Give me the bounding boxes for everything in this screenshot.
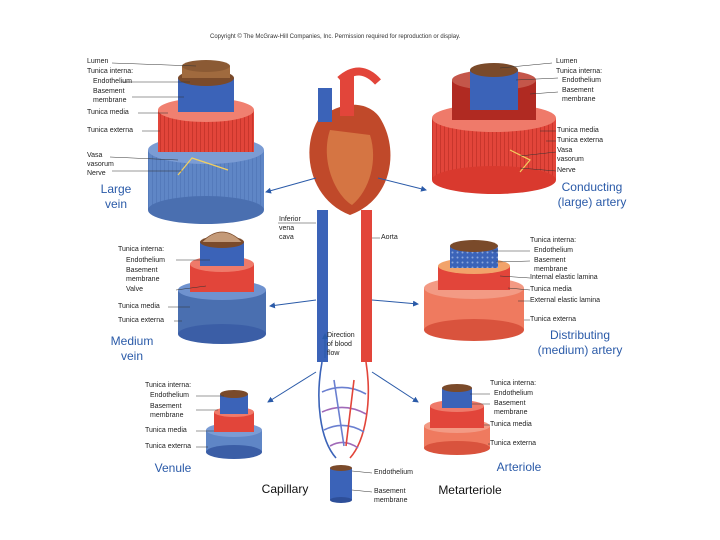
label-tunica-interna: Tunica interna:: [87, 68, 134, 75]
label-tunica-interna: Tunica interna:: [530, 237, 577, 244]
large-vein-illustration: [148, 60, 264, 224]
label-tunica-interna: Tunica interna:: [556, 68, 603, 75]
heart-illustration: [309, 67, 391, 215]
label-tunica-media: Tunica media: [530, 286, 572, 293]
label-tunica-externa: Tunica externa: [118, 317, 165, 324]
medium-artery-illustration: [424, 240, 524, 341]
label-lumen: Lumen: [87, 58, 109, 65]
label-basement: Basement: [562, 87, 594, 94]
label-direction: Direction: [327, 332, 355, 339]
metarteriole-title: Metarteriole: [438, 483, 502, 497]
arteriole-illustration: [424, 384, 490, 455]
large-artery-title: Conducting (large) artery: [557, 180, 627, 209]
label-of-blood: of blood: [327, 341, 352, 348]
medium-vein-illustration: [178, 231, 266, 344]
label-cava: cava: [279, 234, 294, 241]
label-tunica-interna: Tunica interna:: [490, 380, 537, 387]
label-tunica-externa: Tunica externa: [87, 127, 134, 134]
label-membrane: membrane: [494, 409, 528, 416]
label-membrane: membrane: [534, 266, 568, 273]
label-endothelium: Endothelium: [93, 78, 132, 85]
capillary-bed: [318, 361, 370, 459]
label-endothelium: Endothelium: [494, 390, 533, 397]
label-inferior: Inferior: [279, 216, 301, 223]
label-basement: Basement: [150, 403, 182, 410]
venule-illustration: [206, 390, 262, 459]
aorta: [361, 210, 372, 362]
label-membrane: membrane: [374, 497, 408, 504]
label-endothelium: Endothelium: [562, 77, 601, 84]
label-tunica-media: Tunica media: [118, 303, 160, 310]
label-membrane: membrane: [126, 276, 160, 283]
label-internal-elastic-lamina: Internal elastic lamina: [530, 274, 598, 281]
label-basement: Basement: [126, 267, 158, 274]
label-vena: vena: [279, 225, 295, 232]
label-flow: flow: [327, 350, 340, 357]
medium-artery-title: Distributing (medium) artery: [537, 328, 623, 357]
label-nerve: Nerve: [87, 170, 106, 177]
label-tunica-media: Tunica media: [87, 109, 129, 116]
label-lumen: Lumen: [556, 58, 578, 65]
large-vein-title: Large vein: [100, 182, 132, 211]
arteriole-title: Arteriole: [496, 460, 542, 474]
label-vasa: Vasa: [557, 147, 573, 154]
label-tunica-externa: Tunica externa: [557, 137, 604, 144]
capillary-illustration: [330, 465, 352, 503]
inferior-vena-cava: [317, 210, 328, 362]
label-endothelium: Endothelium: [126, 257, 165, 264]
label-valve: Valve: [126, 286, 143, 293]
venule-title: Venule: [154, 461, 192, 475]
label-endothelium: Endothelium: [534, 247, 573, 254]
label-basement: Basement: [534, 257, 566, 264]
medium-vein-title: Medium vein: [110, 334, 154, 363]
copyright-notice: Copyright © The McGraw-Hill Companies, I…: [210, 34, 461, 40]
label-vasa: Vasa: [87, 152, 103, 159]
label-external-elastic-lamina: External elastic lamina: [530, 297, 601, 304]
leader-lines: [109, 62, 559, 493]
label-membrane: membrane: [93, 97, 127, 104]
capillary-title: Capillary: [261, 482, 309, 496]
label-endothelium: Endothelium: [150, 392, 189, 399]
label-tunica-media: Tunica media: [490, 421, 532, 428]
label-aorta: Aorta: [381, 234, 398, 241]
direction-arrows: [265, 177, 427, 403]
label-membrane: membrane: [562, 96, 596, 103]
large-artery-illustration: [432, 63, 556, 194]
label-vasorum: vasorum: [557, 156, 584, 163]
label-tunica-media: Tunica media: [145, 427, 187, 434]
label-tunica-interna: Tunica interna:: [118, 246, 165, 253]
label-membrane: membrane: [150, 412, 184, 419]
label-endothelium: Endothelium: [374, 469, 413, 476]
label-tunica-externa: Tunica externa: [530, 316, 577, 323]
label-tunica-media: Tunica media: [557, 127, 599, 134]
label-basement: Basement: [374, 488, 406, 495]
label-vasorum: vasorum: [87, 161, 114, 168]
label-nerve: Nerve: [557, 167, 576, 174]
label-basement: Basement: [494, 400, 526, 407]
label-tunica-interna: Tunica interna:: [145, 382, 192, 389]
label-tunica-externa: Tunica externa: [145, 443, 192, 450]
label-tunica-externa: Tunica externa: [490, 440, 537, 447]
label-basement: Basement: [93, 88, 125, 95]
